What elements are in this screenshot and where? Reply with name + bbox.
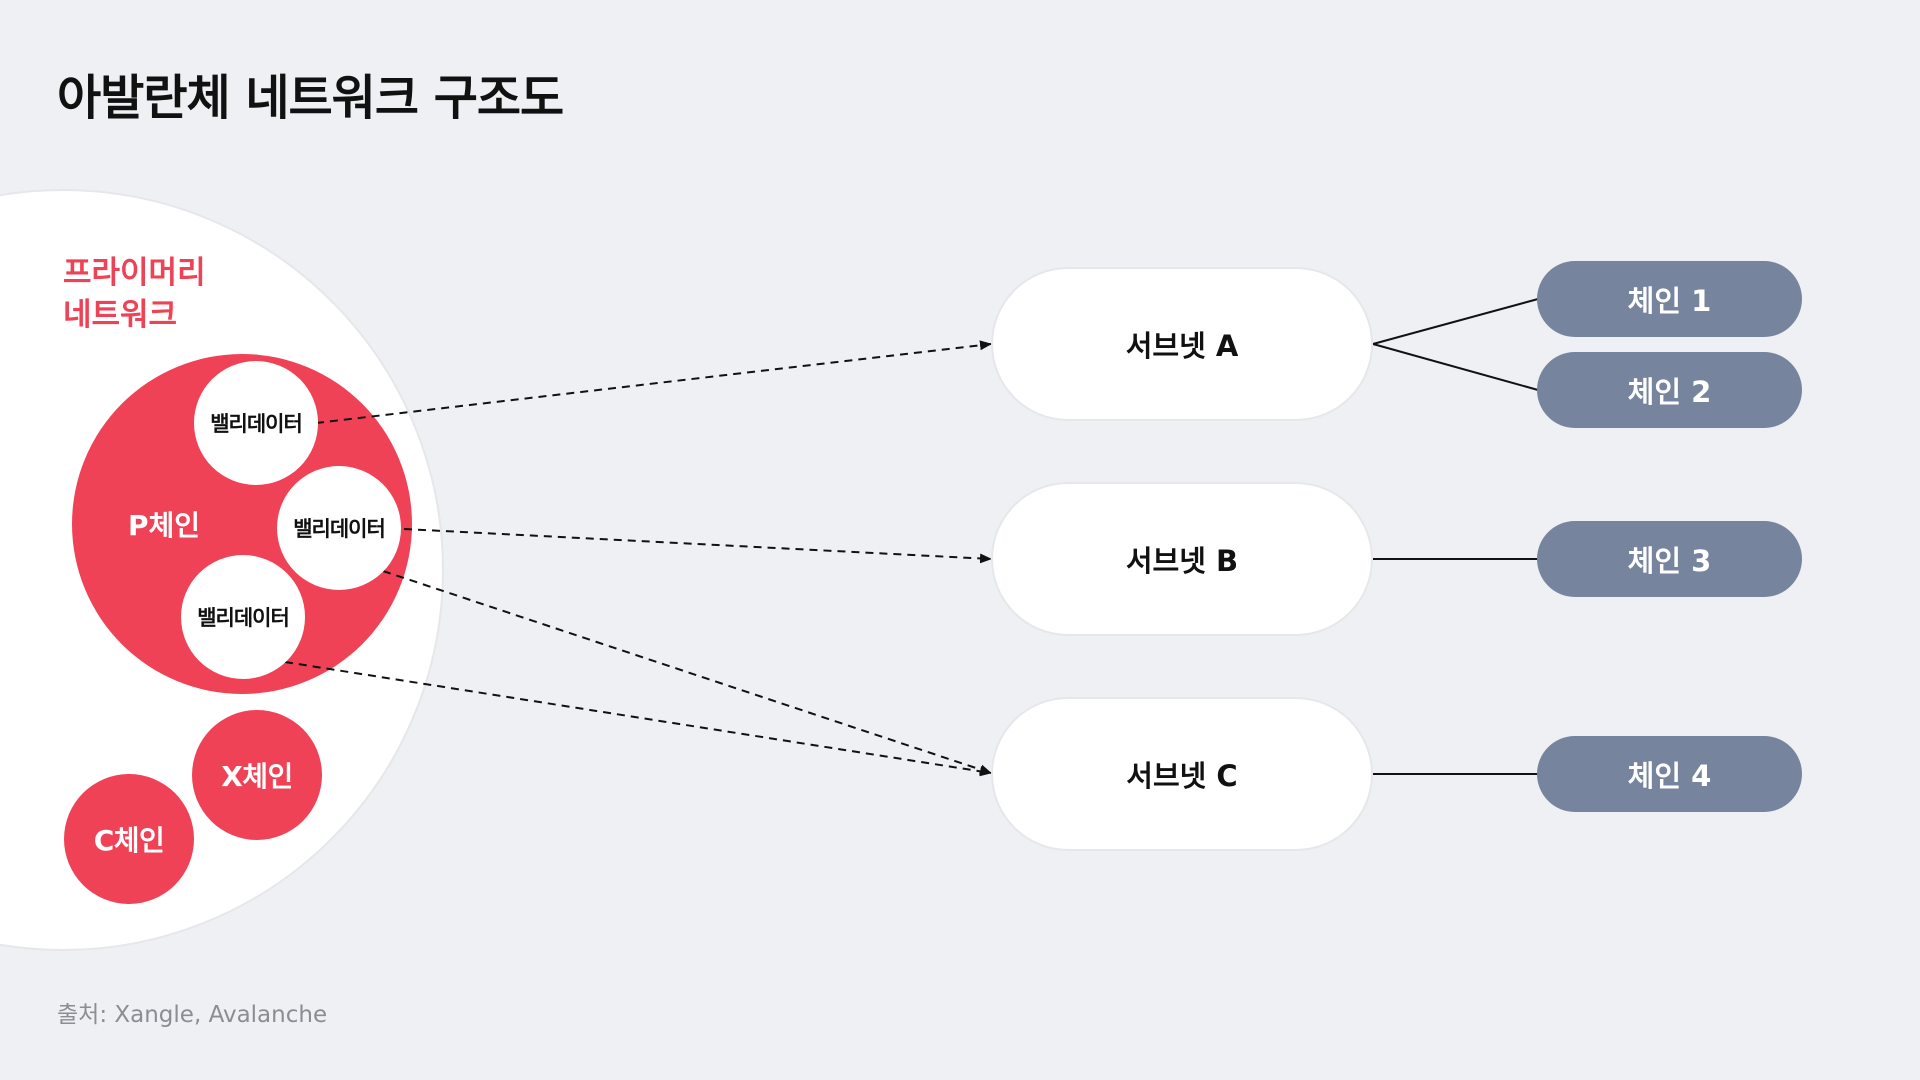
validator-node-1: 밸리데이터: [194, 361, 318, 485]
subnet-b-node: 서브넷 B: [993, 484, 1371, 634]
subnet-a-to-chain-2-line: [1372, 343, 1539, 391]
p-chain-label: P체인: [128, 509, 201, 542]
primary-network-label-line2: 네트워크: [63, 297, 178, 333]
validator-node-2: 밸리데이터: [277, 466, 401, 590]
validator2-to-subnet-b-arrow: [403, 528, 992, 564]
chain-3-node: 체인 3: [1537, 521, 1802, 597]
page-title: 아발란체 네트워크 구조도: [57, 70, 564, 126]
subnet-a-to-chain-1-line: [1372, 298, 1539, 345]
validator3-to-subnet-c-arrow: [284, 661, 992, 777]
p-chain-circle: [72, 354, 412, 694]
subnet-a-node: 서브넷 A: [993, 269, 1371, 419]
source-caption: 출처: Xangle, Avalanche: [57, 1002, 328, 1028]
chain-1-node: 체인 1: [1537, 261, 1802, 337]
chain-2-node: 체인 2: [1537, 352, 1802, 428]
subnet-c-node: 서브넷 C: [993, 699, 1371, 849]
x-chain-circle: X체인: [192, 710, 322, 840]
chain-4-node: 체인 4: [1537, 736, 1802, 812]
c-chain-circle: C체인: [64, 774, 194, 904]
validator2-to-subnet-c-arrow: [382, 570, 992, 775]
primary-network-label: 프라이머리 네트워크: [63, 252, 206, 336]
primary-network-label-line1: 프라이머리: [63, 255, 206, 291]
validator-node-3: 밸리데이터: [181, 555, 305, 679]
validator1-to-subnet-a-arrow: [315, 340, 992, 424]
